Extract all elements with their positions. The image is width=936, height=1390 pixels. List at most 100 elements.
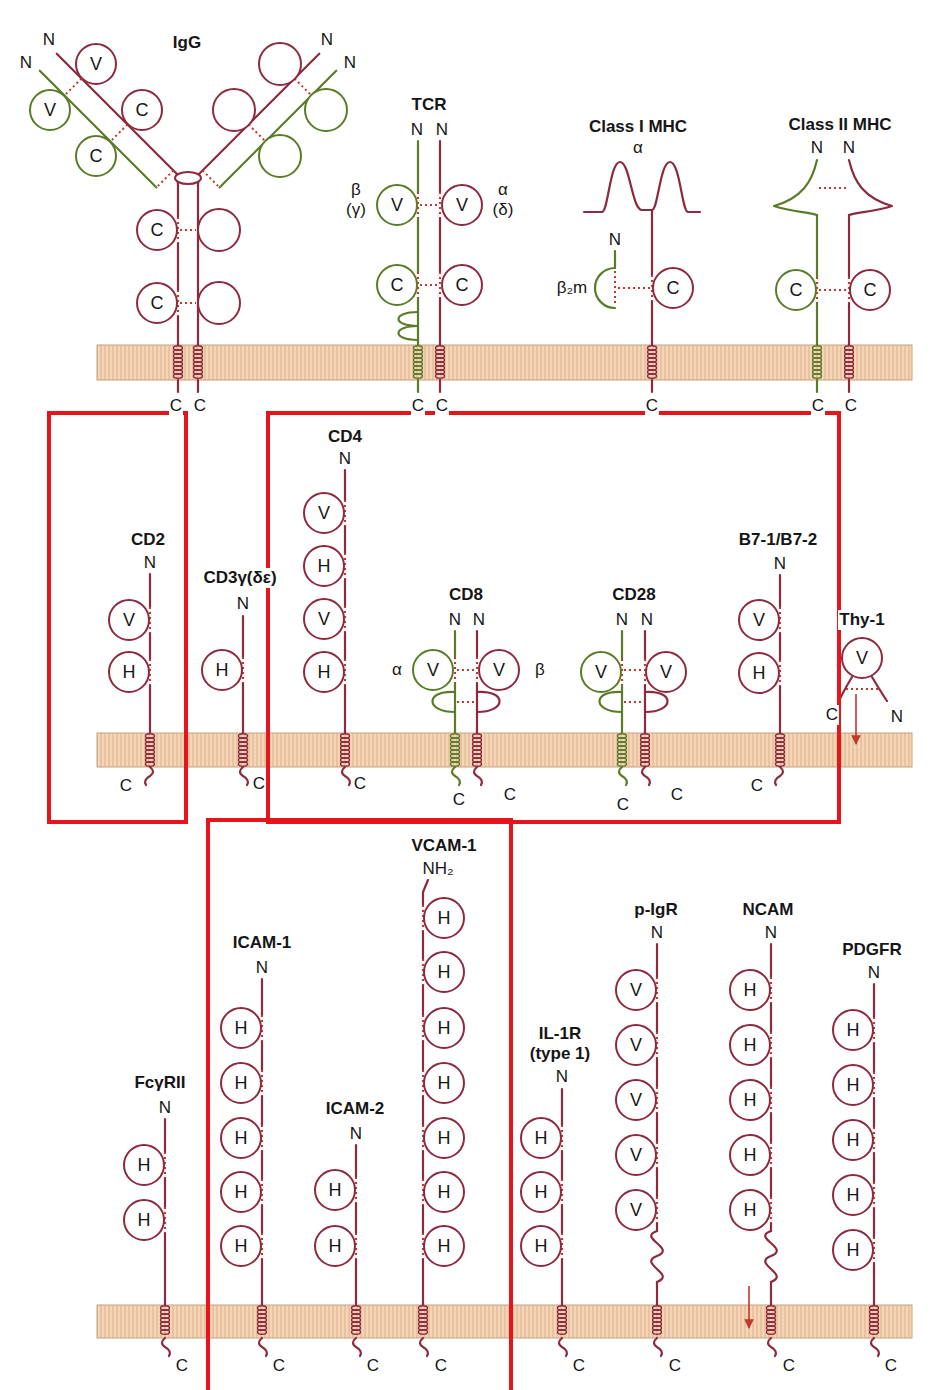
cytoplasmic-tail xyxy=(559,1338,567,1356)
chain-label: C xyxy=(825,705,839,725)
alpha-platform xyxy=(584,162,700,212)
domain-circle: H xyxy=(832,1119,874,1161)
transmembrane-coil xyxy=(451,762,460,766)
chain-label: C xyxy=(452,790,466,810)
domain-letter: H xyxy=(329,1181,342,1199)
domain-letter: H xyxy=(535,1183,548,1201)
chain-label: C xyxy=(411,396,425,416)
domain-circle xyxy=(213,89,255,131)
domain-circle: V xyxy=(108,599,150,641)
disulfide-dots xyxy=(457,669,475,671)
domain-letter: H xyxy=(438,963,451,981)
domain-circle: H xyxy=(123,1144,165,1186)
disulfide-dots xyxy=(618,287,650,289)
domain-circle: H xyxy=(423,1117,465,1159)
transmembrane-coil xyxy=(618,762,627,766)
chain-label: C xyxy=(503,785,517,805)
beta2m-domain xyxy=(595,268,615,308)
domain-letter: H xyxy=(744,1091,757,1109)
transmembrane-coil xyxy=(419,1330,428,1334)
cell-membrane xyxy=(97,1305,912,1338)
polypeptide-chain xyxy=(476,631,478,733)
cytoplasmic-tail xyxy=(654,1338,662,1356)
domain-circle: H xyxy=(832,1174,874,1216)
domain-circle xyxy=(198,209,240,251)
disulfide-dots xyxy=(624,669,643,671)
chain-label: C xyxy=(670,785,684,805)
domain-letter: H xyxy=(138,1156,151,1174)
domain-circle: V xyxy=(412,649,454,691)
domain-circle: V xyxy=(841,637,883,679)
domain-letter: C xyxy=(456,276,469,294)
molecule-name: VCAM-1 xyxy=(410,836,477,856)
domain-letter: V xyxy=(90,55,102,73)
domain-circle: H xyxy=(832,1064,874,1106)
chain-label: N xyxy=(773,554,787,574)
cytoplasmic-tail xyxy=(619,767,627,785)
chain-label: C xyxy=(119,776,133,796)
domain-circle: C xyxy=(652,267,694,309)
cytoplasmic-tail xyxy=(452,767,460,785)
polypeptide-chain xyxy=(177,185,179,345)
domain-circle xyxy=(305,89,347,131)
domain-letter: H xyxy=(535,1237,548,1255)
domain-letter: H xyxy=(318,557,331,575)
cytoplasmic-tail xyxy=(259,1338,267,1356)
domain-circle: V xyxy=(580,651,622,693)
transmembrane-coil xyxy=(146,762,155,766)
domain-letter: H xyxy=(847,1186,860,1204)
domain-letter: H xyxy=(438,1183,451,1201)
chain-label: β xyxy=(534,660,546,680)
domain-circle: C xyxy=(775,269,817,311)
chain-label: N xyxy=(236,594,250,614)
domain-circle: H xyxy=(729,1189,771,1231)
domain-letter: C xyxy=(391,276,404,294)
domain-circle: H xyxy=(201,649,243,691)
disulfide-dots xyxy=(614,271,616,305)
domain-circle: V xyxy=(303,598,345,640)
molecule-name: ICAM-1 xyxy=(232,933,293,953)
domain-circle: H xyxy=(423,951,465,993)
domain-circle: H xyxy=(108,651,150,693)
domain-circle: V xyxy=(376,184,418,226)
transmembrane-coil xyxy=(641,762,650,766)
chain-label: N xyxy=(890,707,904,727)
domain-letter: C xyxy=(790,281,803,299)
domain-letter: H xyxy=(438,1237,451,1255)
domain-letter: V xyxy=(856,649,868,667)
domain-circle: H xyxy=(314,1225,356,1267)
chain-label: N xyxy=(448,610,462,630)
hinge-region xyxy=(175,172,201,184)
chain-label: C xyxy=(811,396,825,416)
molecule-name: Class II MHC xyxy=(788,115,893,135)
domain-letter: V xyxy=(493,661,505,679)
polypeptide-chain xyxy=(439,141,441,345)
cytoplasmic-tail xyxy=(775,767,783,785)
domain-letter: H xyxy=(318,663,331,681)
polypeptide-chain xyxy=(164,1119,166,1305)
transmembrane-coil xyxy=(653,1330,662,1334)
domain-letter: H xyxy=(329,1237,342,1255)
domain-letter: C xyxy=(667,279,680,297)
domain-circle: H xyxy=(123,1199,165,1241)
cytoplasmic-tail xyxy=(642,767,650,785)
domain-circle: V xyxy=(738,599,780,641)
cytoplasmic-tail xyxy=(353,1338,361,1356)
domain-letter: C xyxy=(90,147,103,165)
polypeptide-chain xyxy=(644,631,646,733)
domain-circle: H xyxy=(423,897,465,939)
disulfide-dots xyxy=(819,187,847,189)
domain-letter: V xyxy=(318,610,330,628)
chain-label: N xyxy=(555,1067,569,1087)
chain-label: C xyxy=(353,774,367,794)
domain-letter: H xyxy=(123,663,136,681)
chain-label: α xyxy=(391,660,403,680)
chain-label: C xyxy=(572,1356,586,1376)
domain-circle: H xyxy=(832,1229,874,1271)
disulfide-dots xyxy=(180,229,196,231)
chain-label: N xyxy=(338,449,352,469)
cytoplasmic-tail xyxy=(474,767,482,785)
transmembrane-coil xyxy=(648,374,657,378)
domain-circle: H xyxy=(832,1009,874,1051)
transmembrane-coil xyxy=(161,1330,170,1334)
